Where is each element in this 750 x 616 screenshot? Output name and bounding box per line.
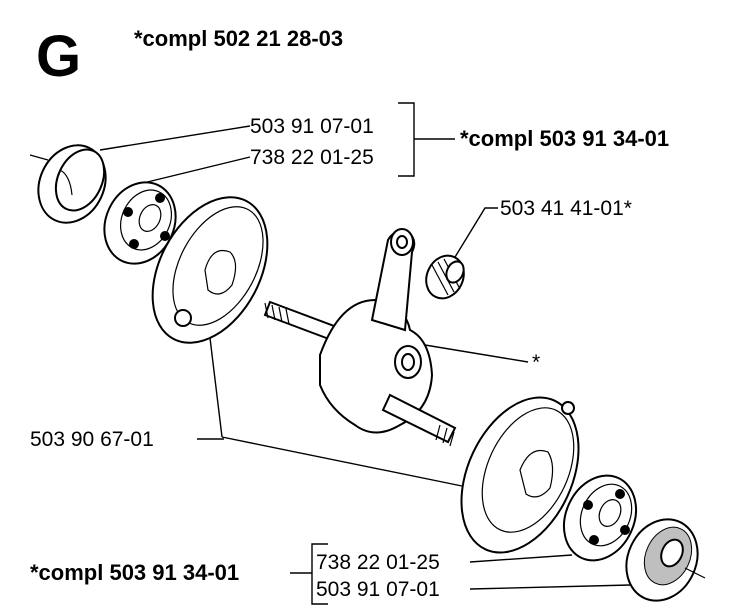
callout-upper-kit: *compl 503 91 34-01 xyxy=(460,126,670,151)
crank-half-upper xyxy=(151,196,269,344)
section-letter: G xyxy=(36,24,82,89)
callout-lower-bearing: 738 22 01-25 xyxy=(316,551,440,574)
seal-ring-lower xyxy=(625,518,706,602)
crankshaft xyxy=(263,228,457,447)
callout-crank-halves: 503 90 67-01 xyxy=(30,428,154,451)
callout-upper-bearing: 738 22 01-25 xyxy=(250,146,374,169)
ball-bearing-lower xyxy=(563,474,637,562)
crank-half-lower xyxy=(460,396,580,554)
needle-bearing xyxy=(425,254,465,300)
leader-lines xyxy=(99,102,631,605)
callout-needle-bearing: 503 41 41-01* xyxy=(500,197,632,220)
callout-lower-kit: *compl 503 91 34-01 xyxy=(30,560,240,585)
callout-upper-seal: 503 91 07-01 xyxy=(250,115,374,138)
callout-crankshaft-marker: * xyxy=(532,351,541,374)
seal-ring-upper xyxy=(29,144,107,224)
assembly-label: *compl 502 21 28-03 xyxy=(134,26,344,51)
callout-lower-seal: 503 91 07-01 xyxy=(316,578,440,601)
